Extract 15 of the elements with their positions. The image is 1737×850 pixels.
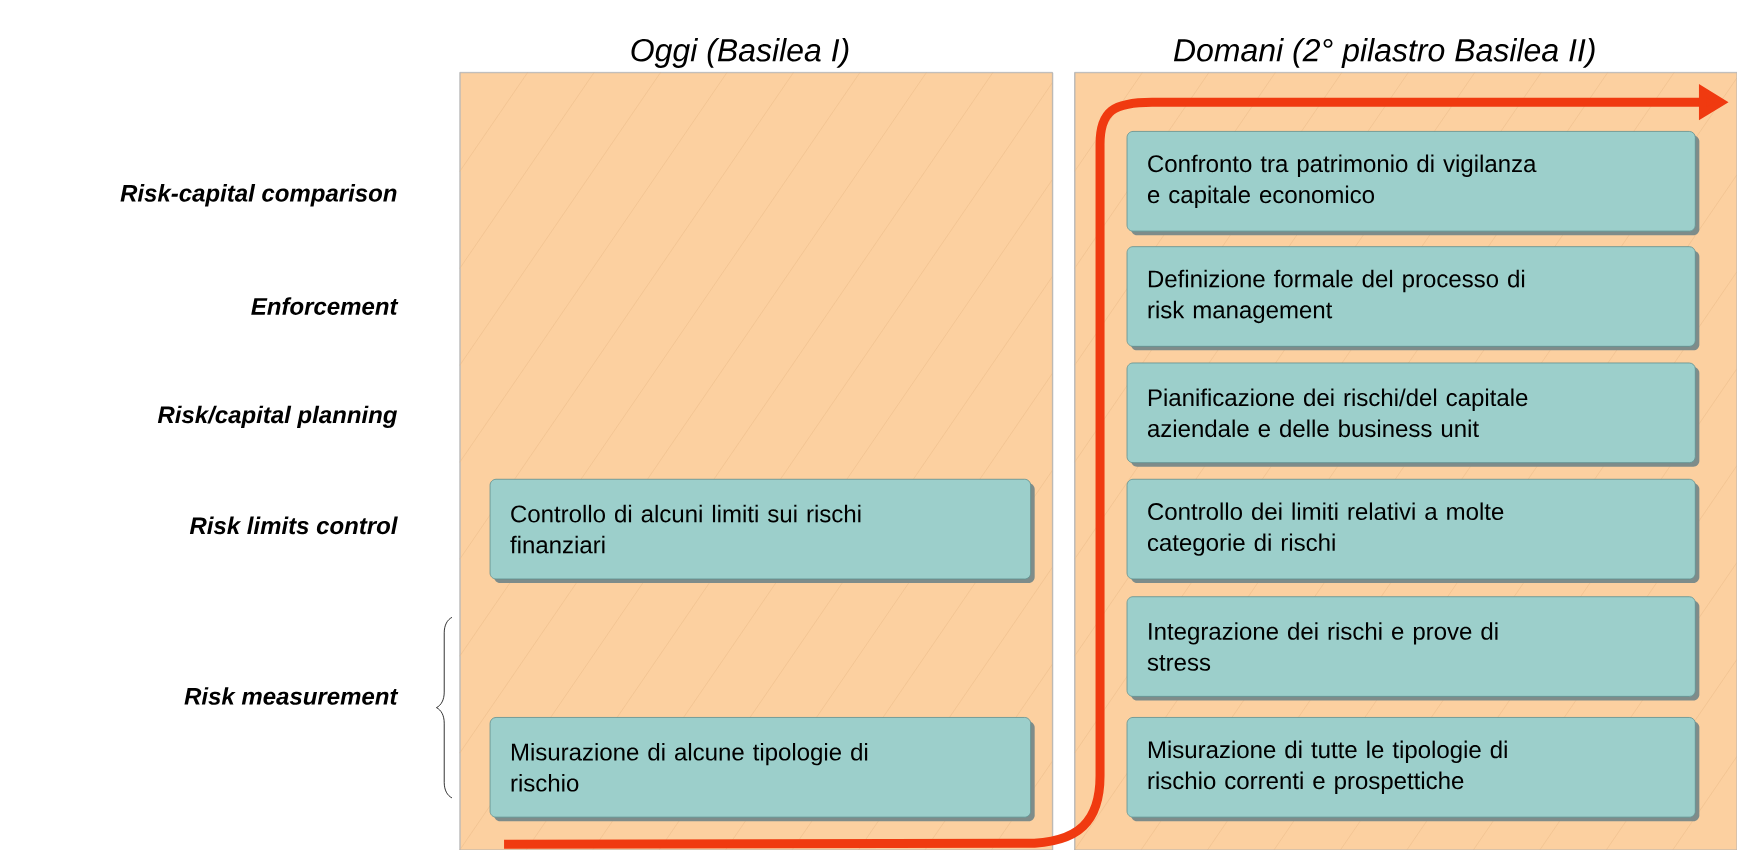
text-box: Controllo di alcuni limiti sui rischi finanziari	[489, 478, 1035, 583]
text-box: Pianificazione dei rischi/del capitale aziendale e delle business unit	[1126, 362, 1700, 467]
row-label: Risk measurement	[184, 687, 399, 705]
text-box: Confronto tra patrimonio di vigilanza e capitale economico	[1126, 131, 1700, 236]
text-box: Misurazione di alcune tipologie di rischio	[489, 717, 1035, 822]
row-label: Risk/capital planning	[157, 405, 398, 429]
row-label: Enforcement	[251, 297, 399, 315]
text-box: Definizione formale del processo di risk management	[1126, 246, 1700, 351]
row-label: Risk-capital comparison	[120, 184, 397, 207]
text-box: Controllo dei limiti relativi a molte categorie di rischi	[1126, 478, 1700, 583]
text-box: Misurazione di tutte le tipologie di rischio correnti e prospettiche	[1126, 717, 1700, 822]
node-label: Domani (2° pilastro Basilea II)	[1173, 38, 1595, 68]
text-box: Integrazione dei rischi e prove di stress	[1126, 596, 1700, 701]
node-label: Oggi (Basilea I)	[631, 38, 849, 68]
row-label: Risk limits control	[189, 516, 398, 535]
